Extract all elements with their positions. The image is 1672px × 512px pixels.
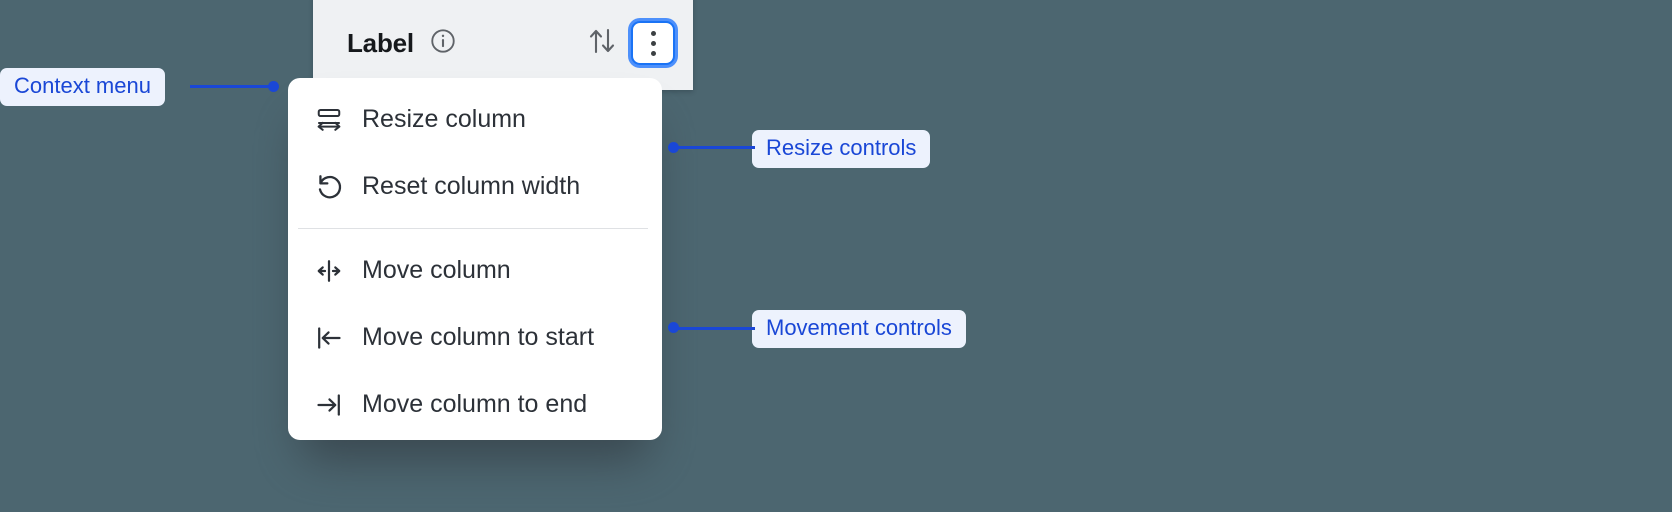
menu-item-move-column-to-start[interactable]: Move column to start xyxy=(288,304,662,371)
page-title: Label xyxy=(347,28,414,58)
menu-item-resize-column[interactable]: Resize column xyxy=(288,86,662,153)
menu-item-move-column[interactable]: Move column xyxy=(288,237,662,304)
annotation-label-resize-controls: Resize controls xyxy=(752,130,931,169)
kebab-menu-icon xyxy=(650,30,656,36)
annotation-anchor-dot-resize-controls xyxy=(668,142,679,153)
annotation-leader-line-resize-controls xyxy=(673,146,755,149)
column-header-panel: Label xyxy=(313,0,693,90)
kebab-menu-icon-dot-2 xyxy=(650,40,656,46)
annotation-label-movement-controls: Movement controls xyxy=(752,310,966,349)
annotation-label-context-menu: Context menu xyxy=(0,68,165,107)
menu-item-move-column-to-end[interactable]: Move column to end xyxy=(288,371,662,438)
menu-item-label: Resize column xyxy=(362,105,526,133)
column-menu-button[interactable] xyxy=(631,21,675,65)
menu-item-label: Move column to end xyxy=(362,390,588,418)
annotation-anchor-dot-context-menu xyxy=(268,81,279,92)
move-to-start-icon xyxy=(314,323,344,353)
menu-item-reset-column-width[interactable]: Reset column width xyxy=(288,153,662,220)
annotation-anchor-dot-movement-controls xyxy=(668,322,679,333)
menu-item-label: Move column xyxy=(362,256,511,284)
resize-column-icon xyxy=(314,105,344,135)
column-header-left: Label xyxy=(347,17,585,60)
column-context-menu: Resize column Reset column width Move co… xyxy=(288,78,662,440)
menu-group-divider xyxy=(298,228,648,229)
move-to-end-icon xyxy=(314,390,344,420)
menu-item-label: Reset column width xyxy=(362,172,581,200)
menu-item-label: Move column to start xyxy=(362,323,595,351)
reset-undo-icon xyxy=(314,172,344,202)
column-header-actions xyxy=(585,11,675,65)
move-column-icon xyxy=(314,256,344,286)
annotation-leader-line-movement-controls xyxy=(673,327,755,330)
kebab-menu-icon-dot-3 xyxy=(650,50,656,56)
annotation-leader-line-context-menu xyxy=(190,85,272,88)
info-circle-icon[interactable] xyxy=(429,17,457,60)
sort-up-down-icon[interactable] xyxy=(585,22,619,65)
